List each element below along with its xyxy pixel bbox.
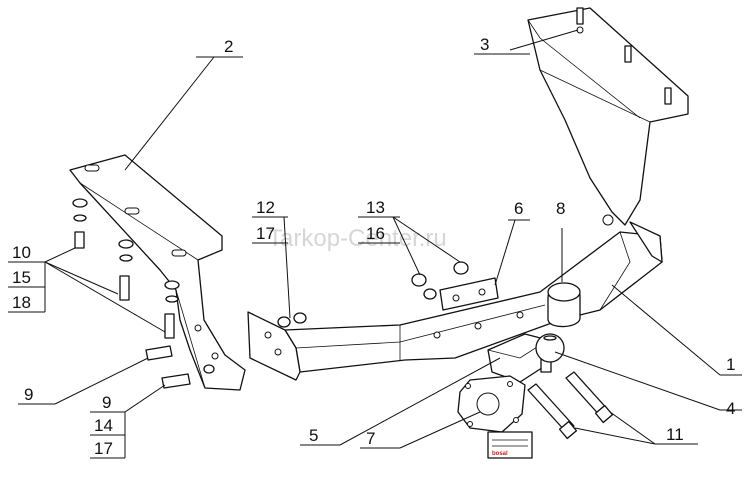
label-17-lower: 17 (94, 439, 113, 458)
cap-part-8 (547, 282, 581, 328)
label-3: 3 (480, 35, 489, 54)
label-12: 12 (256, 198, 275, 217)
label-16: 16 (366, 224, 385, 243)
label-13: 13 (366, 198, 385, 217)
bolts-part-9 (145, 345, 215, 389)
socket-plate-part-7 (457, 375, 526, 433)
label-11: 11 (666, 425, 684, 444)
label-18: 18 (12, 293, 31, 312)
label-17-upper: 17 (256, 224, 275, 243)
bosal-tag: bosal (487, 431, 533, 459)
leader-lines (8, 29, 742, 459)
label-9-right: 9 (102, 393, 111, 412)
watermark-text: Tarkop-Center.ru (268, 225, 447, 252)
label-2: 2 (224, 37, 233, 56)
label-6: 6 (514, 199, 523, 218)
mounting-plate-part-6 (439, 277, 499, 311)
left-bolt-stack (72, 198, 180, 339)
bosal-brand-text: bosal (492, 451, 508, 457)
label-9-left: 9 (24, 385, 33, 404)
bolts-part-11 (527, 371, 614, 440)
main-crossbar-part-1 (247, 221, 663, 381)
bolt-nut-part-12 (277, 312, 307, 328)
label-10: 10 (12, 243, 31, 262)
label-1: 1 (726, 355, 735, 374)
label-5: 5 (309, 426, 318, 445)
label-4: 4 (726, 399, 735, 418)
right-bracket-part-3 (527, 7, 689, 226)
left-bracket-part-2 (69, 154, 246, 391)
label-15: 15 (12, 268, 31, 287)
label-8: 8 (556, 199, 565, 218)
ball-mount-part-5 (487, 333, 565, 383)
label-7: 7 (366, 429, 375, 448)
nuts-part-13 (411, 261, 469, 300)
label-14: 14 (94, 416, 113, 435)
